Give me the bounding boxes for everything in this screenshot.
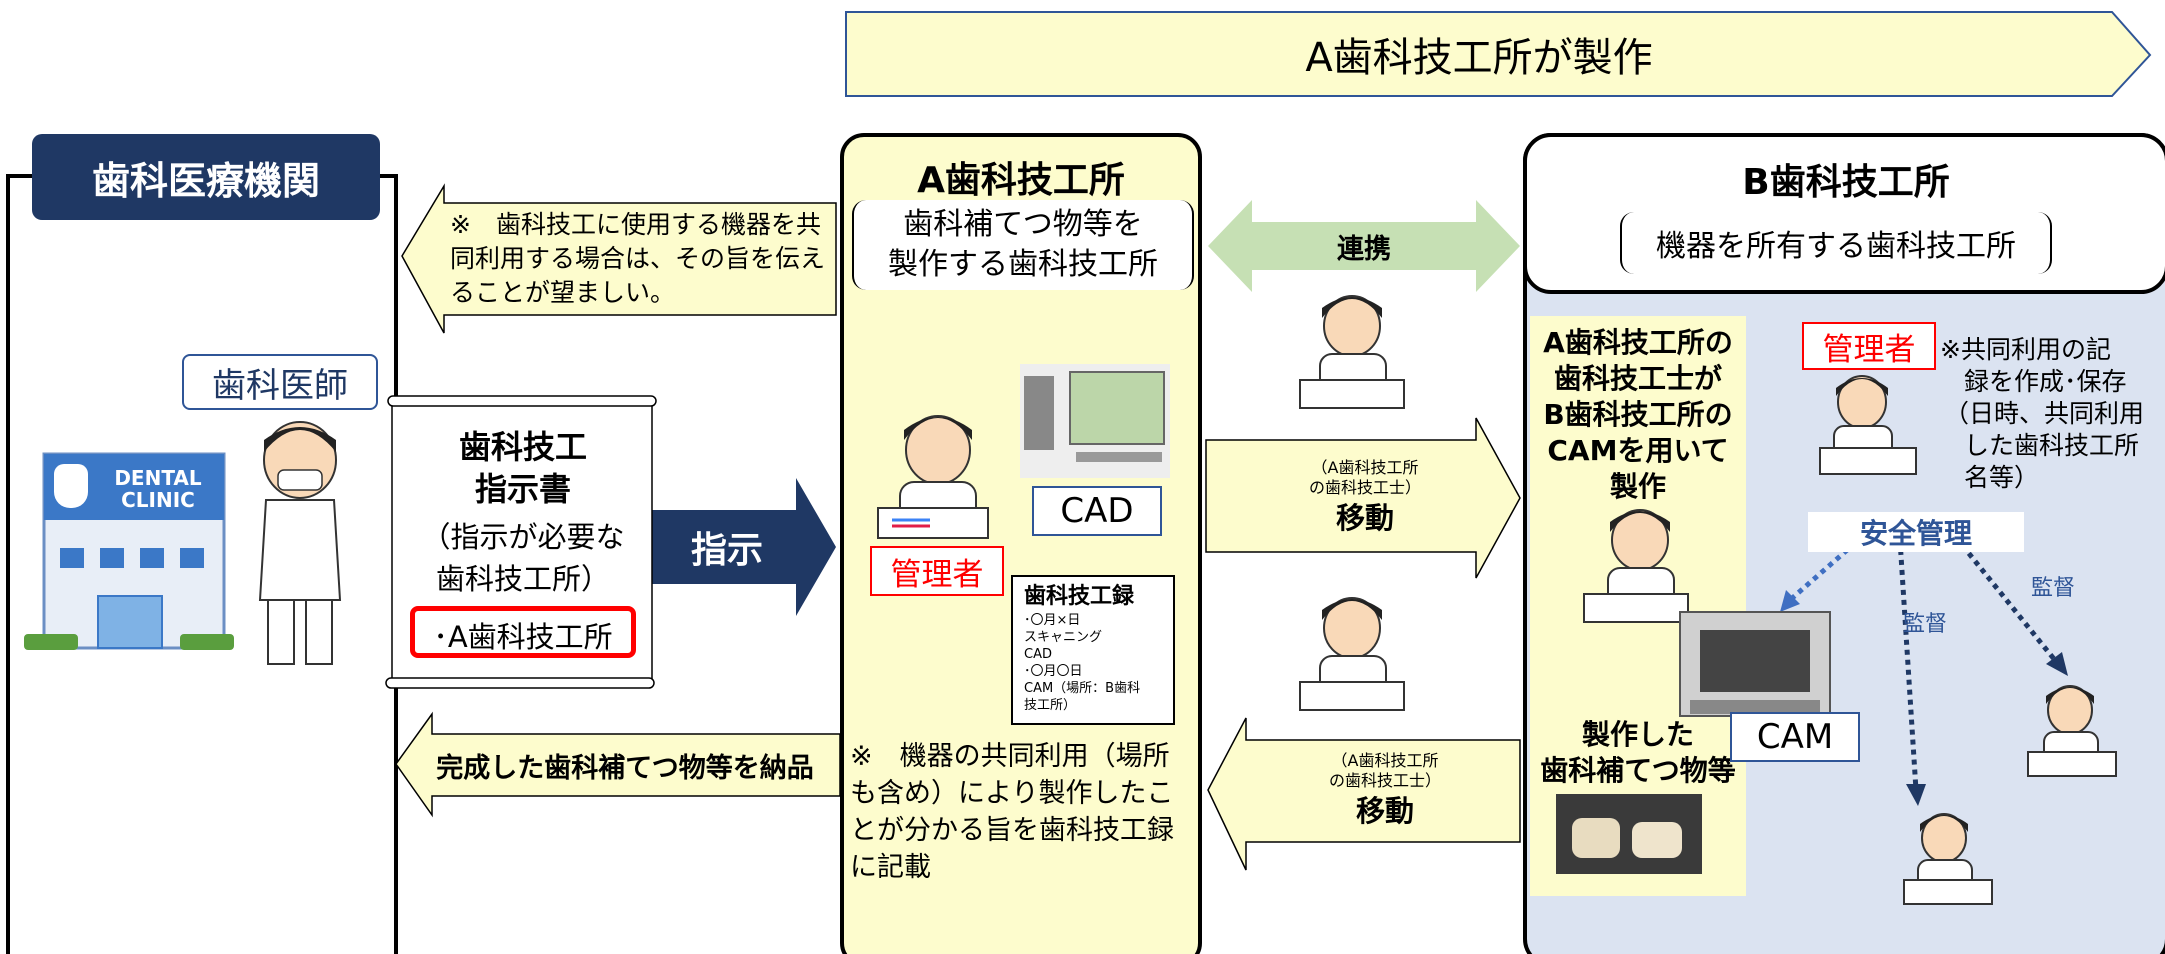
manager-note-3: （日時、共同利用 [1944,399,2145,428]
move-right-label: （A歯科技工所 の歯科技工士） 移動 [1230,448,1500,548]
banner-title: A歯科技工所が製作 [1305,35,1653,81]
scroll-title-line-1: 歯科技工 [458,428,587,466]
link-label: 連携 [1337,233,1391,265]
yellow-line-4: CAMを用いて [1547,434,1729,467]
lab-b-header [1523,133,2165,294]
safety-label: 安全管理 [1808,512,2024,552]
cad-computer-image [1020,364,1170,478]
cam-machine-image [1679,611,1831,717]
supervise-arrow-right [1948,528,2060,666]
lab-b-manager-note: ※共同利用の記 録を作成･保存 （日時、共同利用 した歯科技工所 名等） [1940,334,2162,514]
instruction-arrow [652,478,836,616]
technician-move-top-figure [1299,295,1405,409]
record-line-4: ･〇月〇日 [1024,664,1083,679]
technician-a-figure [877,415,989,539]
note-left-arrow [401,183,837,334]
move-left-small-1: （A歯科技工所 [1331,751,1439,770]
scroll-target-box: ･A歯科技工所 [410,606,636,658]
cam-label: CAM [1730,712,1860,762]
yellow-line-5: 製作 [1609,470,1666,503]
move-right-arrow [1205,417,1521,579]
lab-a-manager-label: 管理者 [870,546,1004,596]
worker-bottom-middle-figure [1903,813,1993,905]
clinic-title: 歯科医療機関 [32,134,380,220]
lab-a-note: ※ 機器の共同利用（場所も含め）により製作したことが分かる旨を歯科技工録に記載 [850,741,1174,883]
product-line-1: 製作した [1581,718,1694,751]
technician-move-bottom-figure [1299,597,1405,711]
move-left-main: 移動 [1355,794,1414,828]
logo-line-2: CLINIC [121,488,195,512]
lab-a-sub-line-1: 歯科補てつ物等を [903,207,1143,242]
move-right-small-1: （A歯科技工所 [1311,458,1419,477]
lab-a-title: A歯科技工所 [917,160,1125,201]
record-sheet [1011,575,1175,725]
supervise-arrow-left [1788,528,1872,602]
logo-line-1: DENTAL [114,466,202,490]
supervise-arrow-middle [1897,539,1919,791]
move-right-main: 移動 [1335,501,1394,535]
product-label: 製作した 歯科補てつ物等 [1530,716,1746,790]
link-double-arrow [1208,200,1520,292]
manager-note-4: した歯科技工所 [1964,431,2140,460]
instruction-label: 指示 [690,530,763,571]
note-top-text: ※ 歯科技工に使用する機器を共同利用する場合は、その旨を伝えることが望ましい。 [450,210,826,307]
dentist-figure [258,421,342,665]
supervise-label-1: 監督 [1902,612,1947,637]
manager-note-5: 名等） [1964,463,2040,492]
lab-a-subtitle: 歯科補てつ物等を 製作する歯科技工所 [852,200,1194,290]
manager-note-2: 録を作成･保存 [1964,367,2127,396]
clinic-logo-text: DENTAL CLINIC [96,462,220,516]
record-line-5: CAM（場所：B歯科 [1024,681,1141,696]
scroll-sub-line-2: 歯科技工所） [435,562,610,596]
scroll-sub-line-1: （指示が必要な [421,520,625,554]
manager-b-figure [1819,375,1917,475]
move-left-arrow [1207,717,1521,871]
record-content: 歯科技工録 ･〇月×日 スキャニング CAD ･〇月〇日 CAM（場所：B歯科 … [1024,582,1170,722]
lab-b-title: B歯科技工所 [1742,162,1950,203]
product-line-2: 歯科補てつ物等 [1540,754,1736,787]
supervise-label-2: 監督 [2030,576,2075,601]
worker-right-figure [2027,685,2117,777]
move-right-small-2: の歯科技工士） [1308,478,1421,497]
cad-label: CAD [1032,486,1162,536]
lab-b-yellow-text: A歯科技工所の 歯科技工士が B歯科技工所の CAMを用いて 製作 [1530,320,1746,510]
record-line-6: 技工所） [1024,698,1077,713]
delivery-arrow [395,711,841,818]
delivery-label: 完成した歯科補てつ物等を納品 [436,752,814,784]
scroll-bottom-roll [385,677,655,689]
yellow-line-3: B歯科技工所の [1543,398,1733,431]
lab-a-box [840,133,1202,954]
scroll-content: 歯科技工 指示書 （指示が必要な 歯科技工所） ･A歯科技工所 [398,412,648,672]
record-title: 歯科技工録 [1024,584,1135,609]
record-line-2: スキャニング [1024,630,1103,645]
yellow-line-2: 歯科技工士が [1553,362,1722,395]
move-left-label: （A歯科技工所 の歯科技工士） 移動 [1250,742,1520,840]
lab-a-sub-line-2: 製作する歯科技工所 [888,247,1158,282]
yellow-line-1: A歯科技工所の [1543,326,1733,359]
technician-b-yellow-figure [1583,509,1689,623]
record-line-1: ･〇月×日 [1024,613,1081,628]
lab-b-subtitle: 機器を所有する歯科技工所 [1620,212,2052,274]
move-left-small-2: の歯科技工士） [1328,771,1441,790]
banner-arrow [845,11,2152,97]
scroll-title-line-2: 指示書 [474,470,571,508]
lab-b-manager-label: 管理者 [1802,322,1936,370]
tooth-icon [54,464,88,508]
manager-note-1: ※共同利用の記 [1940,335,2111,364]
dentist-label: 歯科医師 [182,354,378,410]
prosthesis-photo [1556,794,1702,874]
record-line-3: CAD [1024,647,1052,662]
scroll-top-roll [387,395,657,407]
